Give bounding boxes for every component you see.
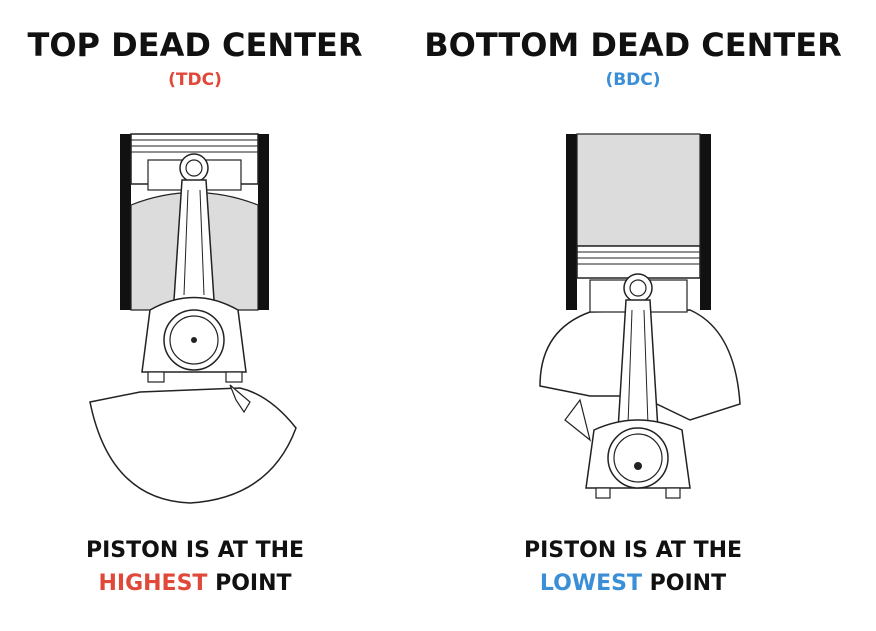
- bdc-cylinder-wall-right: [700, 134, 711, 310]
- bdc-piston-illustration: [539, 133, 741, 499]
- bdc-cylinder-wall-left: [566, 134, 577, 310]
- tdc-cylinder-wall-right: [258, 134, 269, 310]
- tdc-cylinder-wall-left: [120, 134, 131, 310]
- tdc-piston-illustration: [89, 133, 297, 504]
- tdc-caption-line1: PISTON IS AT THE: [85, 538, 305, 563]
- bdc-piston: [576, 245, 701, 279]
- tdc-abbreviation: (TDC): [168, 70, 222, 90]
- bdc-caption-tail: POINT: [642, 571, 727, 596]
- bdc-caption-line1: PISTON IS AT THE: [523, 538, 743, 563]
- bdc-caption-line2: LOWEST POINT: [390, 571, 876, 596]
- bdc-abbreviation: (BDC): [605, 70, 661, 90]
- tdc-caption-line2: HIGHEST POINT: [0, 571, 390, 596]
- tdc-panel: TOP DEAD CENTER (TDC) PISTON IS AT THE H…: [0, 0, 390, 631]
- tdc-crank-counterweight: [89, 387, 297, 504]
- bdc-caption-highlight: LOWEST: [539, 571, 642, 596]
- bdc-cylinder-space: [576, 133, 701, 247]
- tdc-caption-highlight: HIGHEST: [98, 571, 208, 596]
- tdc-caption-tail: POINT: [207, 571, 292, 596]
- tdc-title: TOP DEAD CENTER: [27, 26, 363, 64]
- bdc-title: BOTTOM DEAD CENTER: [424, 26, 842, 64]
- bdc-panel: BOTTOM DEAD CENTER (BDC) PISTON IS AT TH…: [390, 0, 876, 631]
